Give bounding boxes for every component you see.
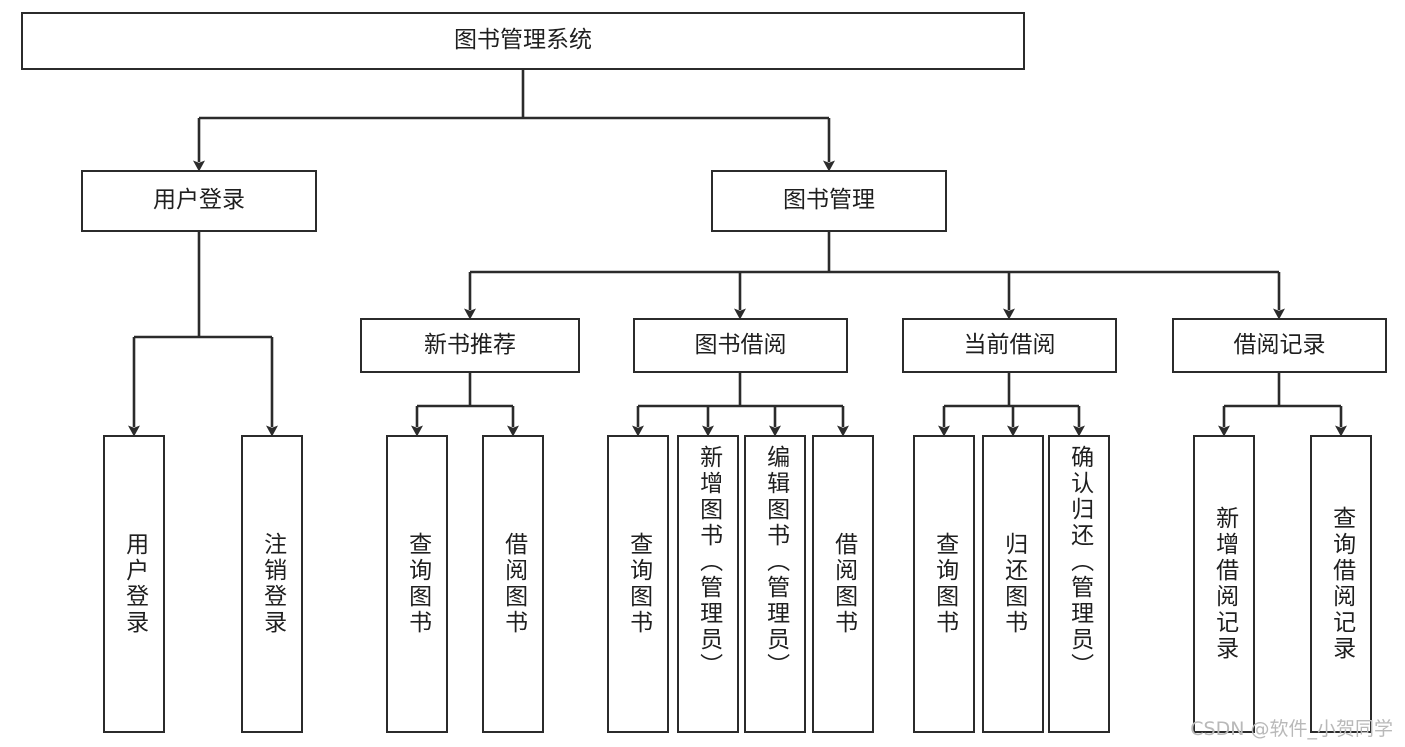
node-new-book-rec[interactable]: 新书推荐 [360, 318, 580, 373]
leaf-borrow-book-2-label: 借阅图书 [830, 532, 857, 636]
node-current-borrow[interactable]: 当前借阅 [902, 318, 1117, 373]
leaf-query-book-1-label: 查询图书 [404, 532, 431, 636]
leaf-borrow-book-1[interactable]: 借阅图书 [482, 435, 544, 733]
leaf-user-logout[interactable]: 注销登录 [241, 435, 303, 733]
leaf-user-logout-label: 注销登录 [259, 532, 286, 636]
leaf-query-book-2-label: 查询图书 [625, 532, 652, 636]
node-root[interactable]: 图书管理系统 [21, 12, 1025, 70]
leaf-return-book-label: 归还图书 [1000, 532, 1027, 636]
leaf-query-book-3-label: 查询图书 [931, 532, 958, 636]
leaf-edit-book-label: 编辑图书（管理员） [762, 445, 789, 679]
leaf-add-book-label: 新增图书（管理员） [695, 445, 722, 679]
node-new-book-rec-label: 新书推荐 [424, 331, 516, 358]
leaf-confirm-return[interactable]: 确认归还（管理员） [1048, 435, 1110, 733]
leaf-edit-book[interactable]: 编辑图书（管理员） [744, 435, 806, 733]
node-current-borrow-label: 当前借阅 [963, 331, 1056, 358]
node-book-manage[interactable]: 图书管理 [711, 170, 947, 232]
leaf-query-book-3[interactable]: 查询图书 [913, 435, 975, 733]
node-book-borrow-label: 图书借阅 [694, 331, 787, 358]
leaf-add-book[interactable]: 新增图书（管理员） [677, 435, 739, 733]
node-book-manage-label: 图书管理 [783, 187, 875, 214]
leaf-add-record[interactable]: 新增借阅记录 [1193, 435, 1255, 733]
leaf-return-book[interactable]: 归还图书 [982, 435, 1044, 733]
leaf-user-login[interactable]: 用户登录 [103, 435, 165, 733]
node-user-login[interactable]: 用户登录 [81, 170, 317, 232]
node-user-login-label: 用户登录 [153, 187, 245, 214]
leaf-query-book-1[interactable]: 查询图书 [386, 435, 448, 733]
leaf-query-record-label: 查询借阅记录 [1328, 506, 1355, 662]
node-borrow-record[interactable]: 借阅记录 [1172, 318, 1387, 373]
node-root-label: 图书管理系统 [454, 27, 592, 54]
leaf-confirm-return-label: 确认归还（管理员） [1066, 445, 1093, 679]
node-book-borrow[interactable]: 图书借阅 [633, 318, 848, 373]
leaf-query-book-2[interactable]: 查询图书 [607, 435, 669, 733]
leaf-borrow-book-1-label: 借阅图书 [500, 532, 527, 636]
leaf-user-login-label: 用户登录 [121, 532, 148, 636]
node-borrow-record-label: 借阅记录 [1233, 331, 1326, 358]
leaf-add-record-label: 新增借阅记录 [1211, 506, 1238, 662]
watermark-text: CSDN @软件_小贺同学 [1190, 718, 1393, 740]
leaf-borrow-book-2[interactable]: 借阅图书 [812, 435, 874, 733]
leaf-query-record[interactable]: 查询借阅记录 [1310, 435, 1372, 733]
